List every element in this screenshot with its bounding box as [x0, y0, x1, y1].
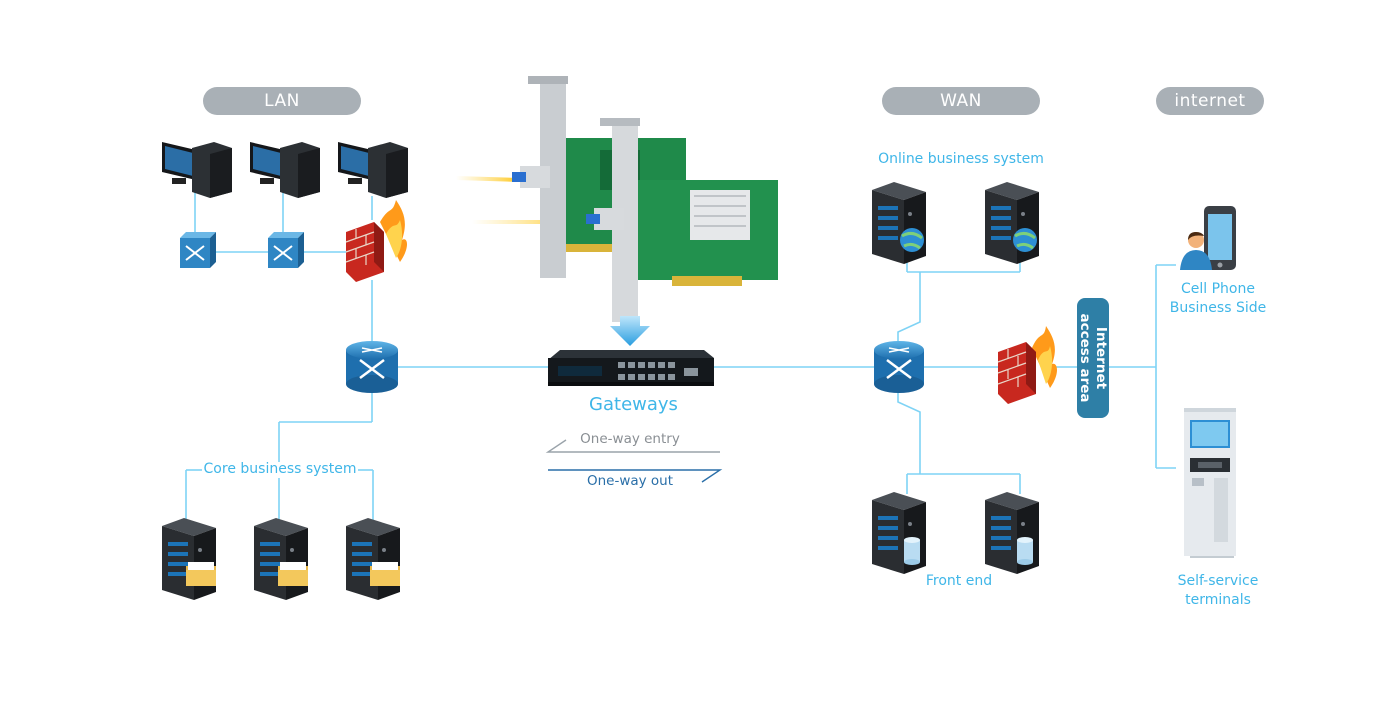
front-end-label: Front end: [925, 573, 993, 589]
network-switch-icon: [180, 232, 216, 268]
network-interface-card-icon: [456, 76, 778, 322]
globe-icon: [1013, 228, 1037, 252]
zone-label-wan: WAN: [882, 87, 1040, 115]
one-way-arrows: [545, 439, 723, 483]
database-icon: [1017, 537, 1033, 565]
folder-icon: [186, 562, 216, 586]
desktop-computer-icon: [338, 142, 408, 198]
internet-access-area-line2: access area: [1077, 313, 1093, 403]
server-icon: [254, 518, 308, 600]
cell-phone-line1: Cell Phone: [1181, 281, 1255, 297]
server-icon: [346, 518, 400, 600]
firewall-icon: [345, 200, 407, 282]
network-switch-icon: [268, 232, 304, 268]
cell-phone-line2: Business Side: [1169, 300, 1267, 316]
server-icon: [985, 182, 1039, 264]
online-business-system-label: Online business system: [878, 151, 1044, 167]
folder-icon: [278, 562, 308, 586]
folder-icon: [370, 562, 400, 586]
globe-icon: [900, 228, 924, 252]
desktop-computer-icon: [250, 142, 320, 198]
firewall-icon: [997, 326, 1057, 404]
router-icon: [346, 341, 398, 393]
router-icon: [874, 341, 924, 393]
kiosk-terminal-icon: [1184, 408, 1236, 558]
database-icon: [904, 537, 920, 565]
desktop-computer-icon: [162, 142, 232, 198]
self-service-line2: terminals: [1185, 592, 1251, 608]
chevron-down-icon: [610, 316, 650, 346]
internet-access-area-line1: Internet: [1093, 326, 1109, 390]
rack-gateway-icon: [548, 350, 714, 386]
server-icon: [162, 518, 216, 600]
self-service-terminals-label: Self-service terminals: [1160, 572, 1276, 610]
self-service-line1: Self-service: [1177, 573, 1259, 589]
core-business-system-label: Core business system: [203, 461, 357, 477]
connection-lines: [185, 190, 1176, 522]
zone-label-lan: LAN: [203, 87, 361, 115]
zone-label-internet: internet: [1156, 87, 1264, 115]
one-way-out-label: One-way out: [586, 473, 674, 489]
server-icon: [872, 182, 926, 264]
mobile-user-icon: [1180, 206, 1236, 270]
cell-phone-business-side-label: Cell Phone Business Side: [1160, 280, 1276, 318]
gateways-label: Gateways: [589, 394, 678, 415]
one-way-entry-label: One-way entry: [580, 431, 680, 447]
